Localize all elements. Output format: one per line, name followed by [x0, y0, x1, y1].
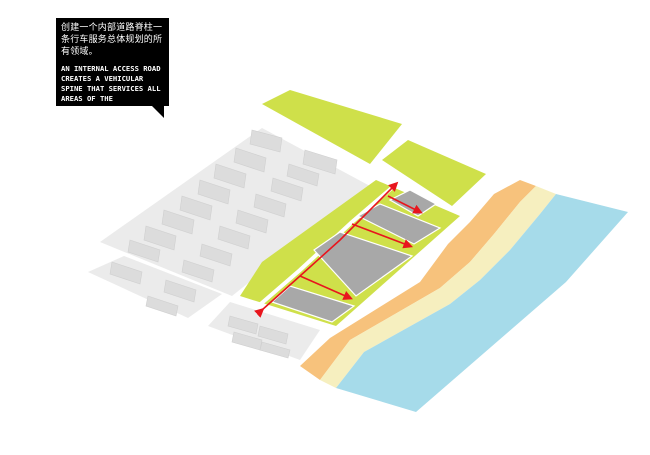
south-buildings — [227, 315, 291, 359]
water-area — [336, 194, 628, 412]
building — [197, 179, 231, 205]
branch-arrow — [387, 195, 423, 214]
building — [257, 325, 289, 345]
building — [227, 315, 259, 335]
branch-arrow — [299, 275, 353, 300]
vehicular-spine-arrows — [254, 181, 423, 318]
building — [127, 239, 161, 263]
building — [233, 147, 267, 173]
building — [302, 149, 338, 175]
building — [199, 243, 233, 267]
building — [259, 341, 291, 359]
northeast-green-area — [382, 140, 486, 206]
building — [109, 261, 143, 285]
building — [249, 129, 283, 153]
building — [145, 295, 179, 317]
spine-arrow — [254, 181, 399, 318]
building — [213, 163, 247, 189]
parcel — [388, 189, 438, 217]
southwest-buildings — [109, 261, 197, 317]
building — [163, 279, 197, 303]
beach-light-strip — [320, 186, 556, 388]
building — [181, 259, 215, 283]
building — [217, 225, 251, 250]
north-green-area — [262, 90, 402, 164]
branch-arrow — [351, 223, 413, 249]
callout-text-english: AN INTERNAL ACCESS ROAD CREATES A VEHICU… — [61, 64, 161, 113]
building — [179, 195, 213, 221]
callout-text-chinese: 创建一个内部道路脊柱一条行车服务总体规划的所有领域。 — [61, 23, 163, 57]
building — [161, 209, 195, 235]
building — [143, 225, 177, 251]
annotation-callout: 创建一个内部道路脊柱一条行车服务总体规划的所有领域。 AN INTERNAL A… — [56, 18, 169, 113]
beach-orange-strip — [300, 180, 536, 380]
callout-pointer — [150, 104, 164, 118]
